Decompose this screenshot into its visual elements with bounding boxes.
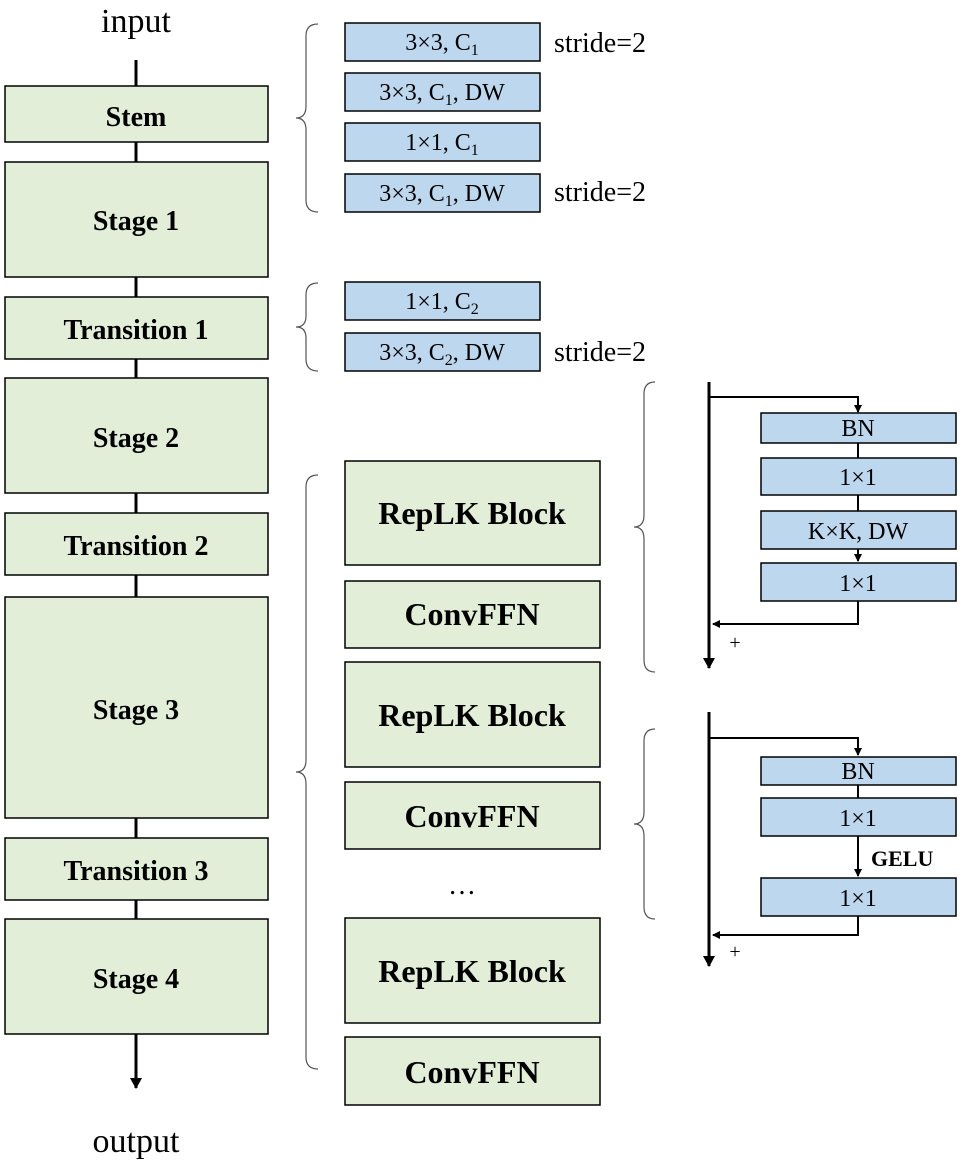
layer-label: 1×1: [839, 465, 877, 491]
layer-box[interactable]: 3×3, C1, DW: [344, 173, 541, 213]
block-box-convffn[interactable]: ConvFFN: [344, 1036, 601, 1106]
branch-line: [709, 737, 862, 756]
brace-icon: [633, 728, 656, 920]
block-box-replk[interactable]: RepLK Block: [344, 661, 601, 768]
add-symbol: +: [729, 632, 740, 654]
activation-label: GELU: [871, 846, 933, 871]
stage-label: Transition 1: [64, 315, 209, 346]
layer-box[interactable]: 3×3, C2, DW: [344, 332, 541, 372]
layer-label: 3×3, C: [379, 80, 445, 106]
layer-label: 1×1: [839, 571, 877, 597]
stage-label: Stage 3: [93, 695, 179, 726]
block-label: ConvFFN: [404, 1054, 539, 1090]
svg-text:3×3, C1, DW: 3×3, C1, DW: [379, 181, 505, 210]
stage-detail: RepLK Block ConvFFN RepLK Block ConvFFN …: [295, 460, 601, 1106]
layer-box[interactable]: 1×1, C2​: [344, 281, 541, 321]
layer-label: 3×3, C: [379, 181, 445, 207]
stage-label: Stage 4: [93, 964, 179, 995]
block-box-replk[interactable]: RepLK Block: [344, 917, 601, 1024]
layer-label: BN: [841, 416, 874, 442]
stride-note: stride=2: [554, 337, 646, 368]
branch-line: [709, 396, 862, 413]
layer-label: 1×1: [839, 806, 877, 832]
stage-label: Stage 1: [93, 206, 179, 237]
convffn-detail: GELU + BN 1×1 1×1: [633, 712, 957, 967]
stage-box-stem[interactable]: Stem: [4, 85, 269, 143]
block-box-replk[interactable]: RepLK Block: [344, 460, 601, 566]
svg-text:3×3, C1, DW: 3×3, C1, DW: [379, 80, 505, 109]
stage-box-transition-1[interactable]: Transition 1: [4, 296, 269, 360]
input-label: input: [101, 3, 171, 40]
layer-box[interactable]: 3×3, C1, DW: [344, 72, 541, 112]
add-symbol: +: [729, 941, 740, 963]
layer-box[interactable]: 1×1: [760, 797, 957, 837]
stage-label: Transition 3: [64, 856, 209, 887]
block-label: RepLK Block: [378, 953, 566, 989]
stage-label: Stem: [106, 102, 167, 133]
residual-line: [712, 601, 859, 628]
stage-box-stage-4[interactable]: Stage 4: [4, 918, 269, 1035]
layer-label: 3×3, C: [379, 340, 445, 366]
stem-detail: 3×3, C1​ stride=2 3×3, C1, DW 1×1, C1​ 3…: [295, 22, 646, 213]
transition-detail: 1×1, C2​ 3×3, C2, DW stride=2: [295, 281, 646, 372]
stage-label: Transition 2: [64, 531, 209, 562]
stage-box-transition-3[interactable]: Transition 3: [4, 837, 269, 901]
layer-box[interactable]: 1×1: [760, 457, 957, 496]
ellipsis: …: [448, 870, 476, 901]
layer-subscript: 1: [445, 193, 453, 210]
layer-label: K×K, DW: [808, 519, 909, 545]
backbone: input output Stem Stage 1 Transition 1 S…: [4, 3, 269, 1160]
layer-box[interactable]: 1×1: [760, 877, 957, 917]
replk-block-detail: + BN 1×1 K×K, DW 1×1: [633, 381, 957, 673]
brace-icon: [295, 474, 319, 1070]
layer-subscript: 2: [471, 301, 479, 318]
stage-label: Stage 2: [93, 423, 179, 454]
layer-subscript: 1: [471, 42, 479, 59]
brace-icon: [633, 381, 656, 673]
layer-box[interactable]: BN: [760, 412, 957, 444]
svg-text:1×1, C2​: 1×1, C2​: [405, 289, 479, 318]
block-label: RepLK Block: [378, 495, 566, 531]
brace-icon: [295, 23, 319, 213]
layer-subscript: 1: [445, 92, 453, 109]
layer-suffix: , DW: [453, 80, 505, 106]
layer-box[interactable]: 1×1: [760, 562, 957, 602]
layer-box[interactable]: 1×1, C1​: [344, 122, 541, 162]
block-box-convffn[interactable]: ConvFFN: [344, 781, 601, 850]
stage-box-stage-1[interactable]: Stage 1: [4, 161, 269, 278]
layer-label: 1×1: [839, 886, 877, 912]
svg-text:3×3, C2, DW: 3×3, C2, DW: [379, 340, 505, 369]
stage-box-transition-2[interactable]: Transition 2: [4, 512, 269, 576]
stride-note: stride=2: [554, 28, 646, 59]
layer-subscript: 2: [445, 352, 453, 369]
block-box-convffn[interactable]: ConvFFN: [344, 580, 601, 649]
layer-label: 1×1, C: [405, 130, 471, 156]
block-label: ConvFFN: [404, 596, 539, 632]
layer-box[interactable]: 3×3, C1​: [344, 22, 541, 62]
brace-icon: [295, 282, 319, 372]
stage-box-stage-2[interactable]: Stage 2: [4, 377, 269, 494]
svg-text:1×1, C1​: 1×1, C1​: [405, 130, 479, 159]
layer-label: 3×3, C: [405, 30, 471, 56]
layer-label: 1×1, C: [405, 289, 471, 315]
residual-line: [712, 916, 859, 939]
layer-subscript: 1: [471, 142, 479, 159]
output-label: output: [93, 1123, 180, 1160]
block-label: ConvFFN: [404, 798, 539, 834]
layer-box[interactable]: K×K, DW: [760, 510, 957, 550]
stride-note: stride=2: [554, 177, 646, 208]
layer-label: BN: [841, 759, 874, 785]
stage-box-stage-3[interactable]: Stage 3: [4, 596, 269, 819]
layer-box[interactable]: BN: [760, 756, 957, 786]
layer-suffix: , DW: [453, 340, 505, 366]
layer-suffix: , DW: [453, 181, 505, 207]
block-label: RepLK Block: [378, 697, 566, 733]
svg-text:3×3, C1​: 3×3, C1​: [405, 30, 479, 59]
